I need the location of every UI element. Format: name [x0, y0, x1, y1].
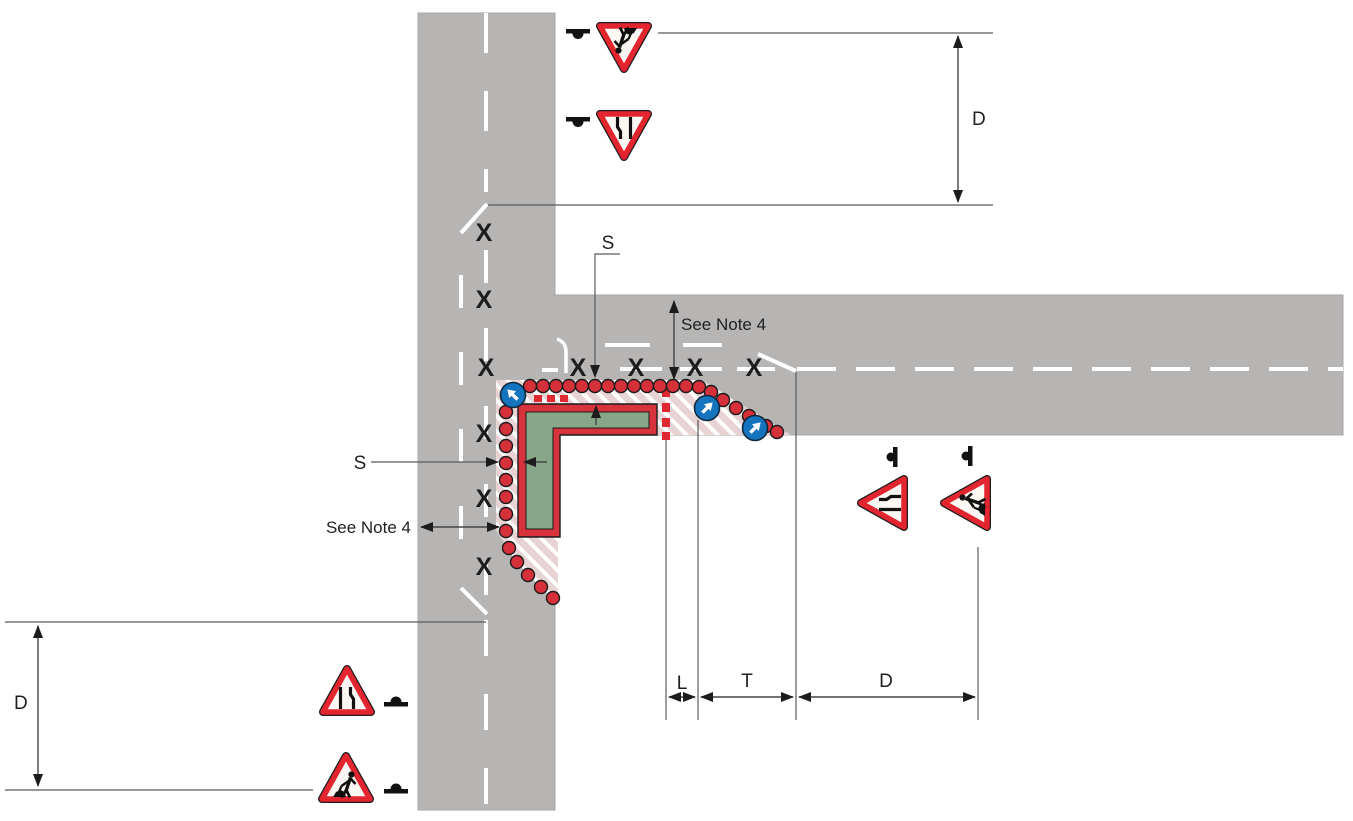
dimension-callouts: D D S S See Note 4 See Note 4 L T D [5, 32, 993, 791]
dimension-label-s-top: S [602, 233, 615, 254]
road-narrows-warning-sign-icon [600, 114, 648, 157]
centre-line-dash [680, 367, 722, 371]
dimension-label-l: L [677, 673, 688, 694]
roadworks-warning-sign-icon [944, 479, 987, 527]
see-note-4-left: See Note 4 [326, 518, 411, 537]
keep-left-arrow-sign-icon [499, 381, 527, 409]
roadworks-warning-sign-icon [322, 756, 370, 799]
x-mark: X [476, 286, 493, 314]
x-mark: X [476, 219, 493, 247]
x-mark: X [478, 354, 495, 382]
x-mark: X [687, 354, 704, 382]
red-barrier-dashes [534, 388, 670, 440]
road-narrows-warning-sign-icon [861, 479, 904, 527]
junction-guide-dash [542, 368, 558, 372]
cone-line-top [522, 378, 785, 440]
x-mark: X [476, 553, 493, 581]
x-mark: X [570, 354, 587, 382]
dimension-label-d-left: D [14, 693, 28, 714]
road-markings [459, 13, 1343, 810]
sign-post-marker-icon [961, 446, 973, 466]
dimension-label-d-top: D [972, 109, 986, 130]
sign-post-marker-icon [566, 117, 590, 127]
taper-bend-marking [757, 352, 797, 373]
dimension-label-t: T [741, 671, 753, 692]
x-mark: X [746, 354, 763, 382]
cone-line-left [498, 404, 561, 606]
sign-post-marker-icon [566, 29, 590, 39]
dimension-label-d-bottom: D [879, 671, 893, 692]
sign-post-marker-icon [384, 783, 408, 794]
x-marks: X X X X X X X X X X [476, 219, 763, 581]
junction-hook-marking [556, 337, 568, 373]
centre-line-dash [620, 367, 662, 371]
sign-post-marker-icon [384, 696, 408, 707]
roadworks-warning-sign-icon [600, 26, 648, 69]
keep-right-arrow-sign-icon [741, 414, 769, 442]
taper-bend-marking [459, 586, 489, 616]
sign-post-marker-icon [886, 447, 898, 467]
taper-bend-marking [459, 202, 489, 235]
see-note-4-top: See Note 4 [681, 315, 766, 334]
x-mark: X [476, 420, 493, 448]
keep-right-arrow-sign-icon [693, 394, 721, 422]
works-zone [496, 378, 791, 606]
dimension-label-s-left: S [354, 453, 367, 474]
junction-guide-dash [605, 343, 650, 347]
x-mark: X [628, 354, 645, 382]
road-narrows-warning-sign-icon [323, 669, 371, 712]
work-area [525, 411, 650, 530]
centre-line-dash [737, 367, 775, 371]
junction-guide-dash [683, 343, 722, 347]
x-mark: X [476, 485, 493, 513]
